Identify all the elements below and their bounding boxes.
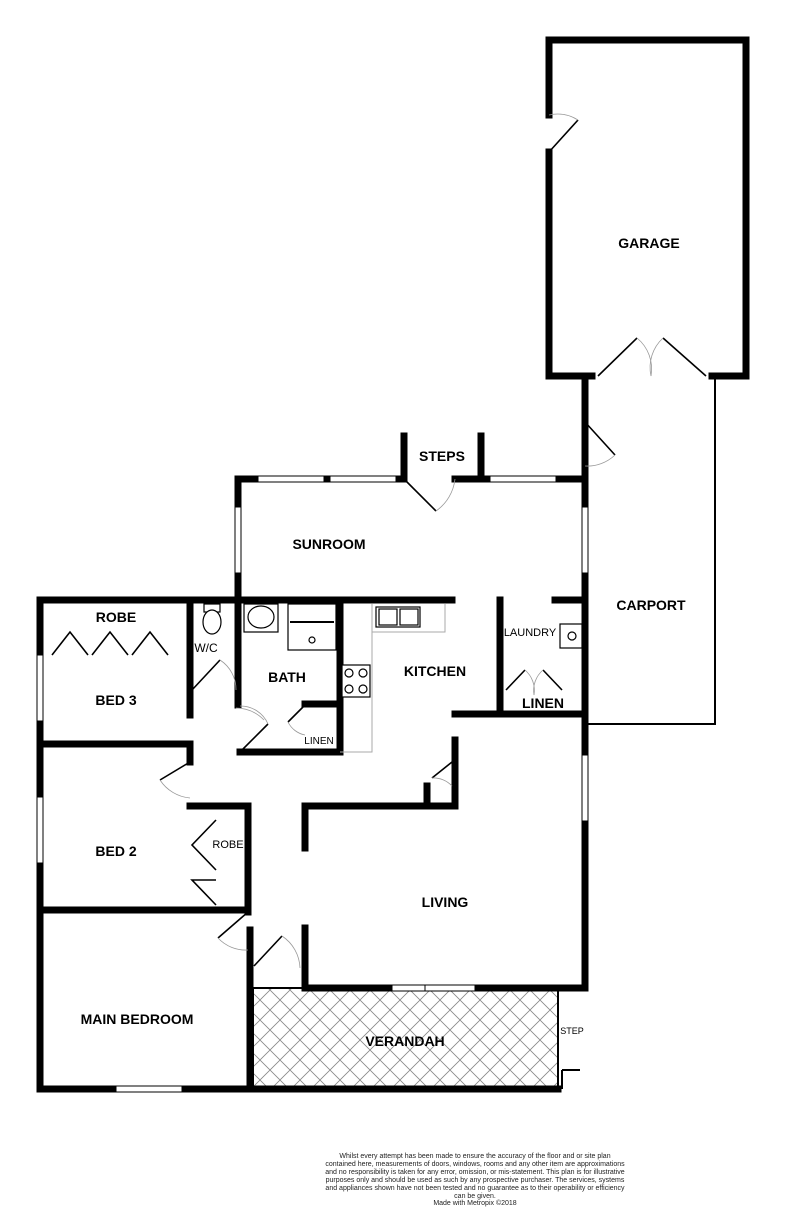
- linen-bath-label: LINEN: [304, 736, 333, 747]
- main-bedroom-label: MAIN BEDROOM: [81, 1011, 194, 1027]
- garage-side-door: [548, 113, 579, 153]
- disclaimer-text: Whilst every attempt has been made to en…: [325, 1153, 625, 1200]
- bed2-label: BED 2: [95, 843, 136, 859]
- laundry-label: LAUNDRY: [504, 627, 557, 639]
- robe-bed3-label: ROBE: [96, 609, 136, 625]
- bath-label: BATH: [268, 669, 306, 685]
- carport-outline: [586, 378, 716, 725]
- robe-bed2-label: ROBE: [212, 839, 243, 851]
- garage-walls: [545, 36, 750, 380]
- wc-label: W/C: [194, 641, 218, 655]
- kitchen-label: KITCHEN: [404, 663, 466, 679]
- credit-text: Made with Metropix ©2018: [433, 1200, 517, 1207]
- steps-label: STEPS: [419, 448, 465, 464]
- verandah-area: [252, 987, 559, 1089]
- step-label: STEP: [560, 1026, 584, 1036]
- windows: [36, 475, 589, 1093]
- sunroom-label: SUNROOM: [292, 536, 365, 552]
- linen-laundry-label: LINEN: [522, 695, 564, 711]
- garage-label: GARAGE: [618, 235, 679, 251]
- bed3-label: BED 3: [95, 692, 136, 708]
- interior-doors: [51, 421, 616, 992]
- garage-double-door: [597, 337, 707, 377]
- step-marker: [561, 1069, 580, 1089]
- house-exterior-walls: [36, 376, 589, 1093]
- carport-label: CARPORT: [616, 597, 686, 613]
- verandah-label: VERANDAH: [365, 1033, 444, 1049]
- living-label: LIVING: [422, 894, 469, 910]
- interior-walls: [36, 596, 589, 992]
- bathroom-fixtures: [202, 603, 583, 651]
- kitchen-fixtures: [340, 604, 446, 753]
